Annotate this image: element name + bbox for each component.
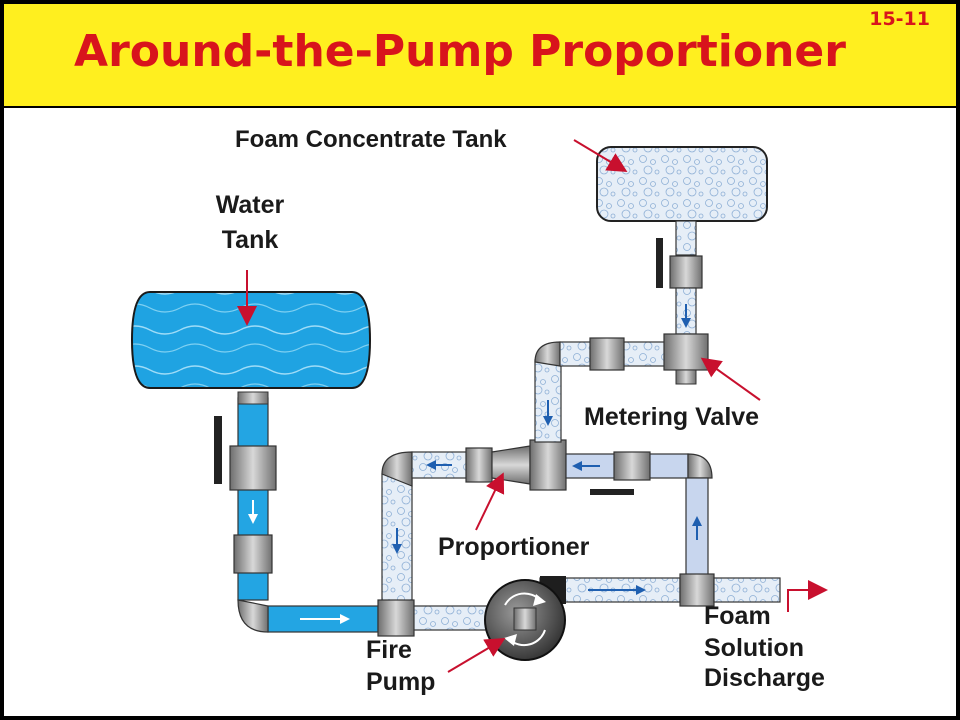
label-water-tank-line1: Water [216, 191, 285, 219]
label-fire-pump-line2: Pump [366, 668, 435, 696]
slide-number: 15-11 [869, 8, 930, 30]
proportioner-body [529, 439, 567, 491]
label-discharge-line3: Discharge [704, 664, 825, 692]
slide-title: Around-the-Pump Proportioner [74, 26, 846, 77]
title-banner: Around-the-Pump Proportioner 15-11 [4, 4, 956, 106]
label-fire-pump-line1: Fire [366, 636, 412, 664]
pump-bypass-pipe [381, 445, 531, 605]
fire-pump [484, 579, 566, 661]
metering-valve-assembly [656, 220, 709, 385]
label-foam-concentrate-tank: Foam Concentrate Tank [235, 126, 507, 153]
label-metering-valve: Metering Valve [584, 403, 759, 431]
label-proportioner: Proportioner [438, 533, 590, 561]
discharge-return-pipe [565, 451, 713, 579]
water-supply-pipe [214, 391, 379, 633]
foam-feed-pipe [534, 337, 669, 443]
water-tank [130, 291, 372, 389]
label-discharge-line1: Foam [704, 602, 771, 630]
label-water-tank-line2: Tank [222, 226, 279, 254]
label-discharge-line2: Solution [704, 634, 804, 662]
foam-concentrate-tank [596, 146, 768, 222]
callout-pointers [237, 139, 828, 673]
